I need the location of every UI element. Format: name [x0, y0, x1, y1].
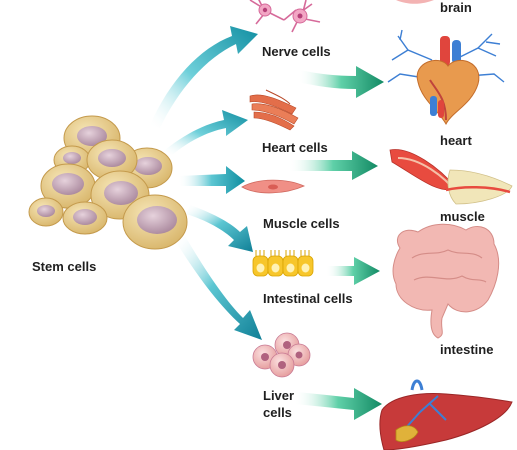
arrow-to-liver-cells	[176, 236, 262, 340]
arrow-nerve-to-brain	[298, 66, 384, 98]
arrow-heart-to-heart	[288, 151, 378, 180]
muscle-organ-image	[389, 149, 513, 205]
arrow-intestinal-to-intestine	[326, 257, 380, 285]
intestine-image	[392, 223, 500, 339]
nerve-cells-label: Nerve cells	[262, 44, 331, 59]
arrow-to-heart-cells	[165, 110, 248, 155]
brain-label: brain	[440, 0, 472, 15]
muscle-label: muscle	[440, 209, 485, 224]
arrow-to-intestinal-cells	[186, 205, 253, 252]
muscle-cells-label: Muscle cells	[263, 216, 340, 231]
arrow-to-nerve-cells	[150, 26, 258, 128]
liver-organ-image	[379, 379, 513, 450]
stem-cell	[62, 201, 108, 235]
arrow-liver-to-liver	[294, 388, 382, 420]
liver-cells-image	[252, 332, 311, 378]
arrow-to-muscle-cells	[178, 166, 245, 194]
brain-image	[396, 0, 434, 4]
liver-cells-label-line2: cells	[263, 405, 292, 420]
heart-cells-label: Heart cells	[262, 140, 328, 155]
stem-cell	[122, 194, 188, 250]
stem-cell-cluster	[28, 115, 188, 250]
heart-label: heart	[440, 133, 472, 148]
stem-cell	[86, 139, 138, 181]
heart-cells-image	[249, 89, 299, 131]
liver-cells-label: Liver	[263, 388, 295, 403]
intestinal-cells-image	[252, 250, 314, 277]
muscle-cells-image	[241, 179, 305, 194]
stem-cells-label: Stem cells	[32, 259, 97, 274]
intestinal-cells-label: Intestinal cells	[263, 291, 353, 306]
stem-cell	[28, 197, 64, 227]
intestine-label: intestine	[440, 342, 494, 357]
nerve-cells-image	[249, 0, 321, 33]
heart-organ-image	[387, 29, 505, 126]
